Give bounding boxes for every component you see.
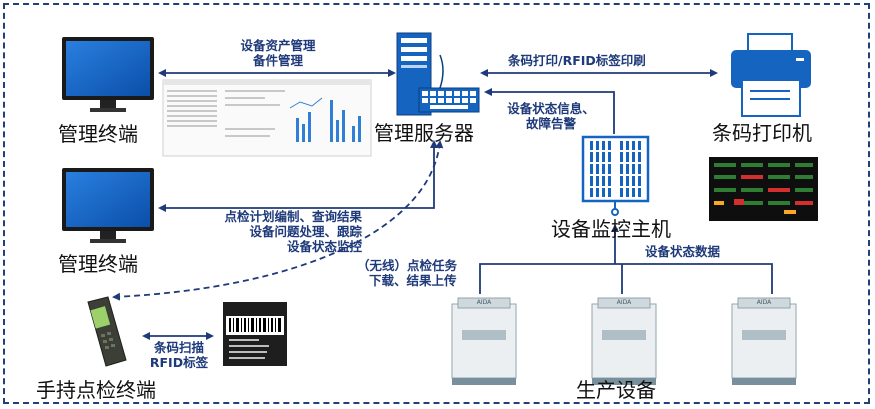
monitor-icon bbox=[62, 37, 154, 112]
link-label-line: 下载、结果上传 bbox=[369, 273, 457, 288]
machine-brand-label: AIDA bbox=[617, 299, 632, 306]
link-label-line: 设备状态监控 bbox=[286, 239, 362, 254]
printer-label: 条码打印机 bbox=[712, 121, 812, 145]
link-label-asset: 设备资产管理 备件管理 bbox=[218, 38, 338, 68]
handheld-label: 手持点检终端 bbox=[36, 378, 156, 402]
server-icon bbox=[396, 32, 480, 116]
monitor-icon bbox=[62, 168, 154, 243]
link-label-line: 设备问题处理、跟踪 bbox=[249, 224, 362, 239]
press-machine-icon: AIDA bbox=[731, 297, 797, 385]
handheld-terminal-icon bbox=[87, 296, 127, 367]
barcode-label-image bbox=[223, 302, 287, 366]
link-label-line: （无线）点检任务 bbox=[357, 258, 458, 273]
production-label: 生产设备 bbox=[576, 378, 656, 402]
dashboard-screenshot bbox=[162, 79, 372, 157]
device-bus bbox=[479, 263, 773, 294]
diagram-frame bbox=[3, 3, 870, 404]
link-label-line: 条码扫描 bbox=[153, 340, 204, 355]
press-machine-icon: AIDA bbox=[591, 297, 657, 385]
server-label: 管理服务器 bbox=[374, 121, 474, 145]
link-label-wireless: （无线）点检任务 下载、结果上传 bbox=[357, 258, 457, 288]
status-panel bbox=[709, 157, 818, 221]
arrow-handheld-server-wireless bbox=[112, 140, 444, 301]
monitor-host-icon bbox=[581, 135, 650, 216]
link-label-line: RFID标签 bbox=[149, 355, 209, 370]
link-label-device-data: 设备状态数据 bbox=[645, 244, 721, 259]
printer-icon bbox=[731, 33, 811, 117]
arrow-host-server bbox=[484, 88, 615, 134]
terminal-label: 管理终端 bbox=[58, 122, 138, 146]
link-label-line: 点检计划编制、查询结果 bbox=[224, 209, 362, 224]
link-label-line: 备件管理 bbox=[252, 53, 303, 68]
link-label-line: 设备状态信息、 bbox=[507, 101, 595, 116]
link-label-inspection: 点检计划编制、查询结果 设备问题处理、跟踪 设备状态监控 bbox=[172, 209, 362, 254]
press-machine-icon: AIDA bbox=[451, 297, 517, 385]
machine-brand-label: AIDA bbox=[757, 299, 772, 306]
machine-brand-label: AIDA bbox=[477, 299, 492, 306]
terminal-label: 管理终端 bbox=[58, 252, 138, 276]
link-label-line: 设备资产管理 bbox=[240, 38, 316, 53]
link-label-scan: 条码扫描 RFID标签 bbox=[142, 340, 216, 370]
link-label-status: 设备状态信息、 故障告警 bbox=[496, 101, 606, 131]
link-label-line: 故障告警 bbox=[525, 116, 576, 131]
monitor-host-label: 设备监控主机 bbox=[551, 217, 671, 241]
link-label-print: 条码打印/RFID标签印刷 bbox=[508, 53, 646, 68]
